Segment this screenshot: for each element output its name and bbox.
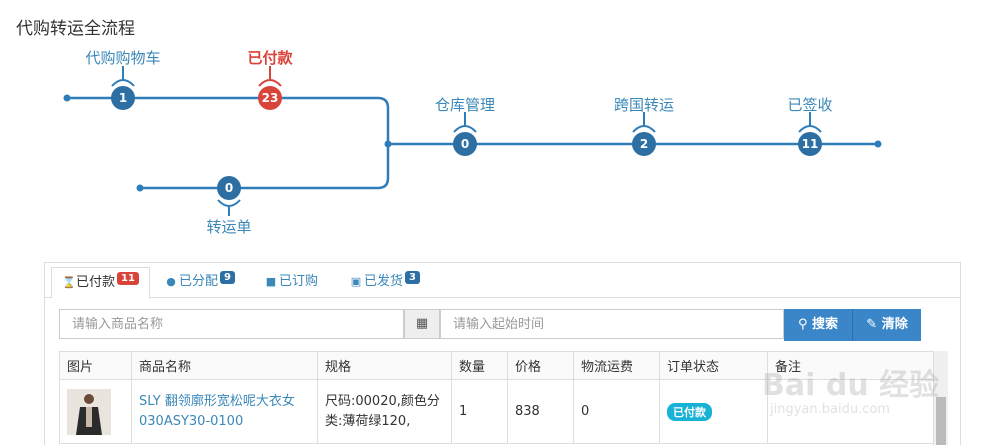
calendar-icon[interactable]: ▦ xyxy=(404,309,440,339)
search-icon: ⚲ xyxy=(797,317,808,332)
col-header-status: 订单状态 xyxy=(659,351,768,380)
flow-line-top xyxy=(67,96,390,190)
briefcase-icon: ■ xyxy=(265,275,277,288)
flow-step-warehouse-count[interactable]: 0 xyxy=(453,132,477,156)
tab-shipped-badge: 3 xyxy=(405,271,420,284)
col-header-image: 图片 xyxy=(59,351,132,380)
product-note xyxy=(767,379,934,444)
flow-end-dot xyxy=(874,140,882,148)
clear-button[interactable]: ✎ 清除 xyxy=(852,309,921,341)
col-header-qty: 数量 xyxy=(451,351,508,380)
tab-ordered[interactable]: ■已订购 xyxy=(265,267,318,297)
flow-step-transit-label: 跨国转运 xyxy=(613,96,675,114)
page-title: 代购转运全流程 xyxy=(16,19,135,39)
flow-diagram xyxy=(63,66,882,216)
status-badge: 已付款 xyxy=(667,402,712,421)
flow-step-paid-count[interactable]: 23 xyxy=(258,86,282,110)
search-bar: 请输入商品名称 ▦ 请输入起始时间 ⚲ 搜索 ✎ 清除 xyxy=(59,309,939,341)
product-spec: 尺码:00020,颜色分类:薄荷绿120, xyxy=(317,379,452,444)
flow-step-warehouse-label: 仓库管理 xyxy=(434,96,496,114)
flow-start-dot-bottom xyxy=(136,184,144,192)
scrollbar-thumb[interactable] xyxy=(936,397,946,445)
table-header-row: 图片 商品名称 规格 数量 价格 物流运费 订单状态 备注 xyxy=(59,351,934,380)
flow-start-dot-top xyxy=(63,94,71,102)
tab-assigned-label: 已分配 xyxy=(179,274,219,289)
product-image-cell xyxy=(59,379,132,444)
product-price: 838 xyxy=(507,379,574,444)
flow-step-cart-label: 代购购物车 xyxy=(85,49,161,67)
clear-button-label: 清除 xyxy=(881,317,908,332)
flow-step-transfer-count[interactable]: 0 xyxy=(217,176,241,200)
user-icon: ● xyxy=(166,275,176,288)
flow-step-transfer-label: 转运单 xyxy=(206,218,252,236)
flow-step-paid-label: 已付款 xyxy=(247,49,293,67)
flow-step-transit-count[interactable]: 2 xyxy=(632,132,656,156)
table-row: SLY 翻领廓形宽松呢大衣女030ASY30-0100 尺码:00020,颜色分… xyxy=(59,379,934,444)
col-header-spec: 规格 xyxy=(317,351,452,380)
flow-step-cart-count[interactable]: 1 xyxy=(111,86,135,110)
col-header-shipping: 物流运费 xyxy=(573,351,660,380)
col-header-note: 备注 xyxy=(767,351,934,380)
tab-ordered-label: 已订购 xyxy=(279,274,319,289)
tab-paid-badge: 11 xyxy=(117,272,139,285)
product-name-input[interactable]: 请输入商品名称 xyxy=(59,309,404,339)
tab-shipped-label: 已发货 xyxy=(364,274,404,289)
col-header-price: 价格 xyxy=(507,351,574,380)
flow-step-signed-label: 已签收 xyxy=(787,96,833,114)
flow-step-signed-count[interactable]: 11 xyxy=(798,132,822,156)
truck-icon: ▣ xyxy=(350,275,362,288)
table-scrollbar[interactable] xyxy=(933,351,948,445)
order-status-cell: 已付款 xyxy=(659,379,768,444)
start-date-input[interactable]: 请输入起始时间 xyxy=(440,309,784,339)
search-button[interactable]: ⚲ 搜索 xyxy=(784,309,852,341)
search-button-label: 搜索 xyxy=(812,317,839,332)
flow-junction-dot xyxy=(384,140,392,148)
product-name-cell: SLY 翻领廓形宽松呢大衣女030ASY30-0100 xyxy=(131,379,318,444)
eraser-icon: ✎ xyxy=(866,317,878,332)
product-qty: 1 xyxy=(451,379,508,444)
product-name-link[interactable]: SLY 翻领廓形宽松呢大衣女030ASY30-0100 xyxy=(139,393,295,429)
order-table: 图片 商品名称 规格 数量 价格 物流运费 订单状态 备注 xyxy=(59,351,934,444)
tab-assigned-badge: 9 xyxy=(220,271,235,284)
product-thumbnail[interactable] xyxy=(67,388,111,435)
col-header-name: 商品名称 xyxy=(131,351,318,380)
product-shipping: 0 xyxy=(573,379,660,444)
tab-paid-label: 已付款 xyxy=(76,275,116,290)
hourglass-icon: ⌛ xyxy=(62,276,76,289)
